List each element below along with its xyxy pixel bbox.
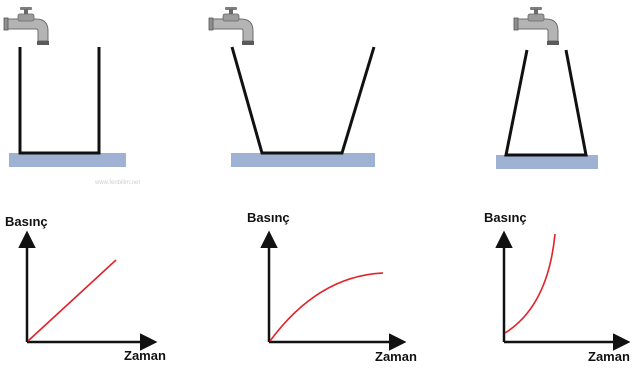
- x-axis-label: Zaman: [375, 349, 417, 364]
- pressure-curve: [505, 234, 555, 333]
- y-axis-label: Basınç: [247, 210, 290, 225]
- container-walls: [506, 50, 586, 155]
- graph-straight: Basınç Zaman: [5, 214, 166, 363]
- container-base: [9, 153, 126, 167]
- container-widening: [209, 7, 375, 167]
- container-base: [231, 153, 375, 167]
- y-axis-label: Basınç: [5, 214, 48, 229]
- faucet-icon: [209, 7, 254, 45]
- container-walls: [232, 47, 374, 153]
- container-straight: [4, 7, 126, 167]
- pressure-curve: [28, 260, 116, 341]
- faucet-icon: [514, 7, 559, 45]
- container-walls: [20, 47, 99, 153]
- y-axis-label: Basınç: [484, 210, 527, 225]
- graph-narrowing: Basınç Zaman: [484, 210, 630, 364]
- pressure-curve: [270, 273, 383, 341]
- container-base: [496, 155, 598, 169]
- container-narrowing: [496, 7, 598, 169]
- faucet-icon: [4, 7, 49, 45]
- x-axis-label: Zaman: [124, 348, 166, 363]
- x-axis-label: Zaman: [588, 349, 630, 364]
- watermark-text: www.fenbilim.net: [94, 180, 140, 186]
- graph-widening: Basınç Zaman: [247, 210, 417, 364]
